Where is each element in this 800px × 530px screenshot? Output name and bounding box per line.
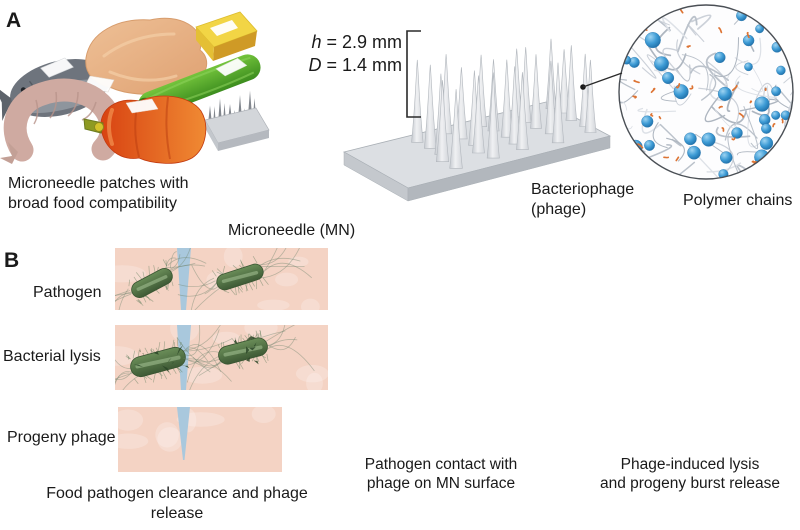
mn-panel-sequence-illustration [115, 248, 328, 472]
bacterial-lysis-label: Bacterial lysis [3, 348, 101, 365]
panel-a-letter: A [6, 9, 22, 32]
needle-diameter-dimension: D= 1.4 mm [308, 55, 402, 75]
hydrogel-inset-illustration [618, 4, 794, 180]
right-panel-caption: Phage-induced lysis and progeny burst re… [599, 456, 781, 493]
dimension-bracket [406, 30, 421, 118]
needle-height-dimension: h= 2.9 mm [311, 32, 402, 52]
left-sequence-caption: Food pathogen clearance and phage releas… [46, 485, 308, 522]
progeny-phage-label: Progeny phage [7, 429, 116, 446]
needle-dimensions: h= 2.9 mm D= 1.4 mm [268, 31, 402, 77]
panel-b-letter: B [4, 249, 20, 272]
inset-callout-line [580, 72, 623, 90]
microneedle-label: Microneedle (MN) [228, 222, 356, 239]
food-collage-illustration [0, 11, 270, 164]
microneedle-array-illustration [342, 38, 612, 202]
food-compatibility-caption: Microneedle patches with broad food comp… [8, 175, 189, 212]
pathogen-label: Pathogen [33, 284, 102, 301]
bacteriophage-label: Bacteriophage (phage) [531, 181, 635, 218]
mid-panel-caption: Pathogen contact with phage on MN surfac… [364, 456, 518, 493]
polymer-chains-label: Polymer chains [683, 192, 793, 209]
